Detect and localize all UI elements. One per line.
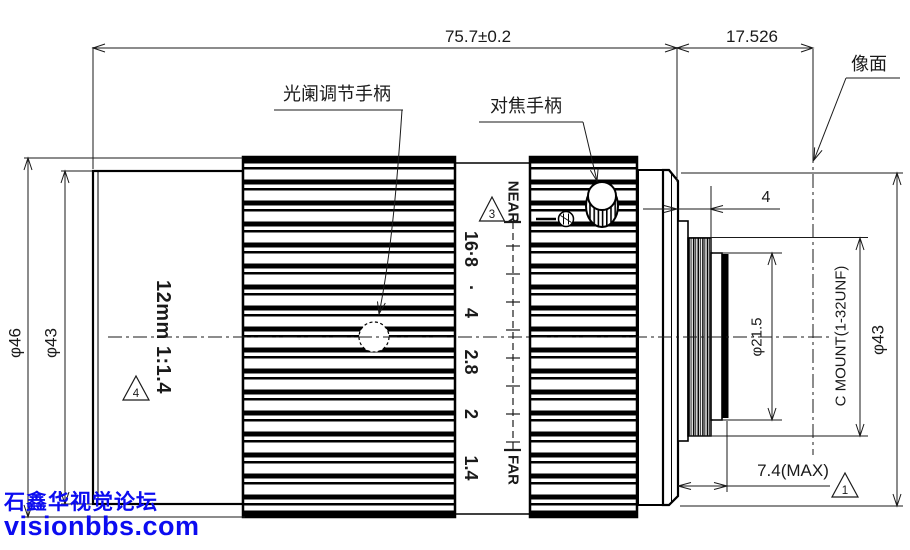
aperture-ring [241, 155, 457, 519]
triangle-1-icon [830, 471, 860, 498]
rear-tube-dia-value: φ21.5 [749, 318, 766, 357]
set-screw-hatch [560, 215, 572, 223]
watermark-site-url: visionbbs.com [4, 511, 200, 542]
revision-triangles [121, 195, 860, 498]
image-plane-label: 像面 [851, 54, 887, 74]
aperture-handle-label: 光阑调节手柄 [283, 84, 391, 104]
focus-ring-top-band [529, 156, 638, 163]
thread-length-value: 4 [762, 189, 771, 206]
focus-scale [504, 220, 521, 452]
fstop-16-8: 16·8 [461, 231, 481, 267]
aperture-ring-top-band [242, 156, 456, 163]
near-label: NEAR [505, 181, 522, 224]
triangle-3-icon [478, 195, 506, 222]
triangle-1-number: 1 [842, 485, 848, 497]
aperture-ring-bottom-band [242, 510, 456, 518]
fstop-1-4: 1.4 [461, 455, 481, 480]
triangle-4-icon [121, 374, 151, 401]
bottom-screw-left [554, 510, 572, 517]
arrowhead [713, 482, 728, 490]
right-dimensions [643, 171, 903, 508]
arrowhead [677, 482, 692, 490]
fstop-2: 2 [461, 409, 481, 419]
left-dimensions [23, 156, 245, 519]
callout-leaders [274, 77, 900, 316]
front-ring-dia-value: φ46 [6, 328, 25, 358]
far-label: FAR [505, 455, 522, 485]
centerlines [108, 49, 833, 455]
fstop-4: 4 [461, 308, 481, 318]
arrowhead [709, 205, 724, 213]
triangle-3-number: 3 [489, 209, 495, 221]
watermark: 石鑫华视觉论坛 visionbbs.com [4, 492, 200, 541]
mount-step [677, 220, 689, 442]
top-dimensions [91, 43, 815, 182]
flange-back-value: 17.526 [726, 27, 778, 46]
aperture-handle-leader [376, 109, 403, 316]
mount-spec-value: C MOUNT(1-32UNF) [833, 266, 850, 407]
rear-protrusion-value: 7.4(MAX) [757, 461, 829, 480]
bottom-screw-right [596, 510, 614, 517]
scale-texts: NEAR FAR 16·8 · 4 2.8 2 1.4 [461, 181, 522, 485]
barrel-dia-value: φ43 [42, 328, 61, 358]
model-marking: 12mm 1:1.4 [152, 280, 174, 394]
focus-handle-label: 对焦手柄 [490, 96, 562, 116]
focus-knob-cap [587, 181, 617, 211]
watermark-forum-name: 石鑫华视觉论坛 [4, 491, 158, 514]
image-plane-leader [813, 77, 847, 162]
arrowhead [663, 205, 678, 213]
fstop-2-8: 2.8 [461, 349, 481, 374]
total-length-value: 75.7±0.2 [445, 27, 511, 46]
fstop-dot: · [461, 285, 481, 291]
mount-dia-value: φ43 [869, 325, 888, 355]
focus-handle-leader [582, 121, 599, 183]
focus-ring-bottom-band [529, 510, 638, 518]
triangle-4-number: 4 [133, 388, 140, 400]
rear-element [722, 254, 729, 418]
